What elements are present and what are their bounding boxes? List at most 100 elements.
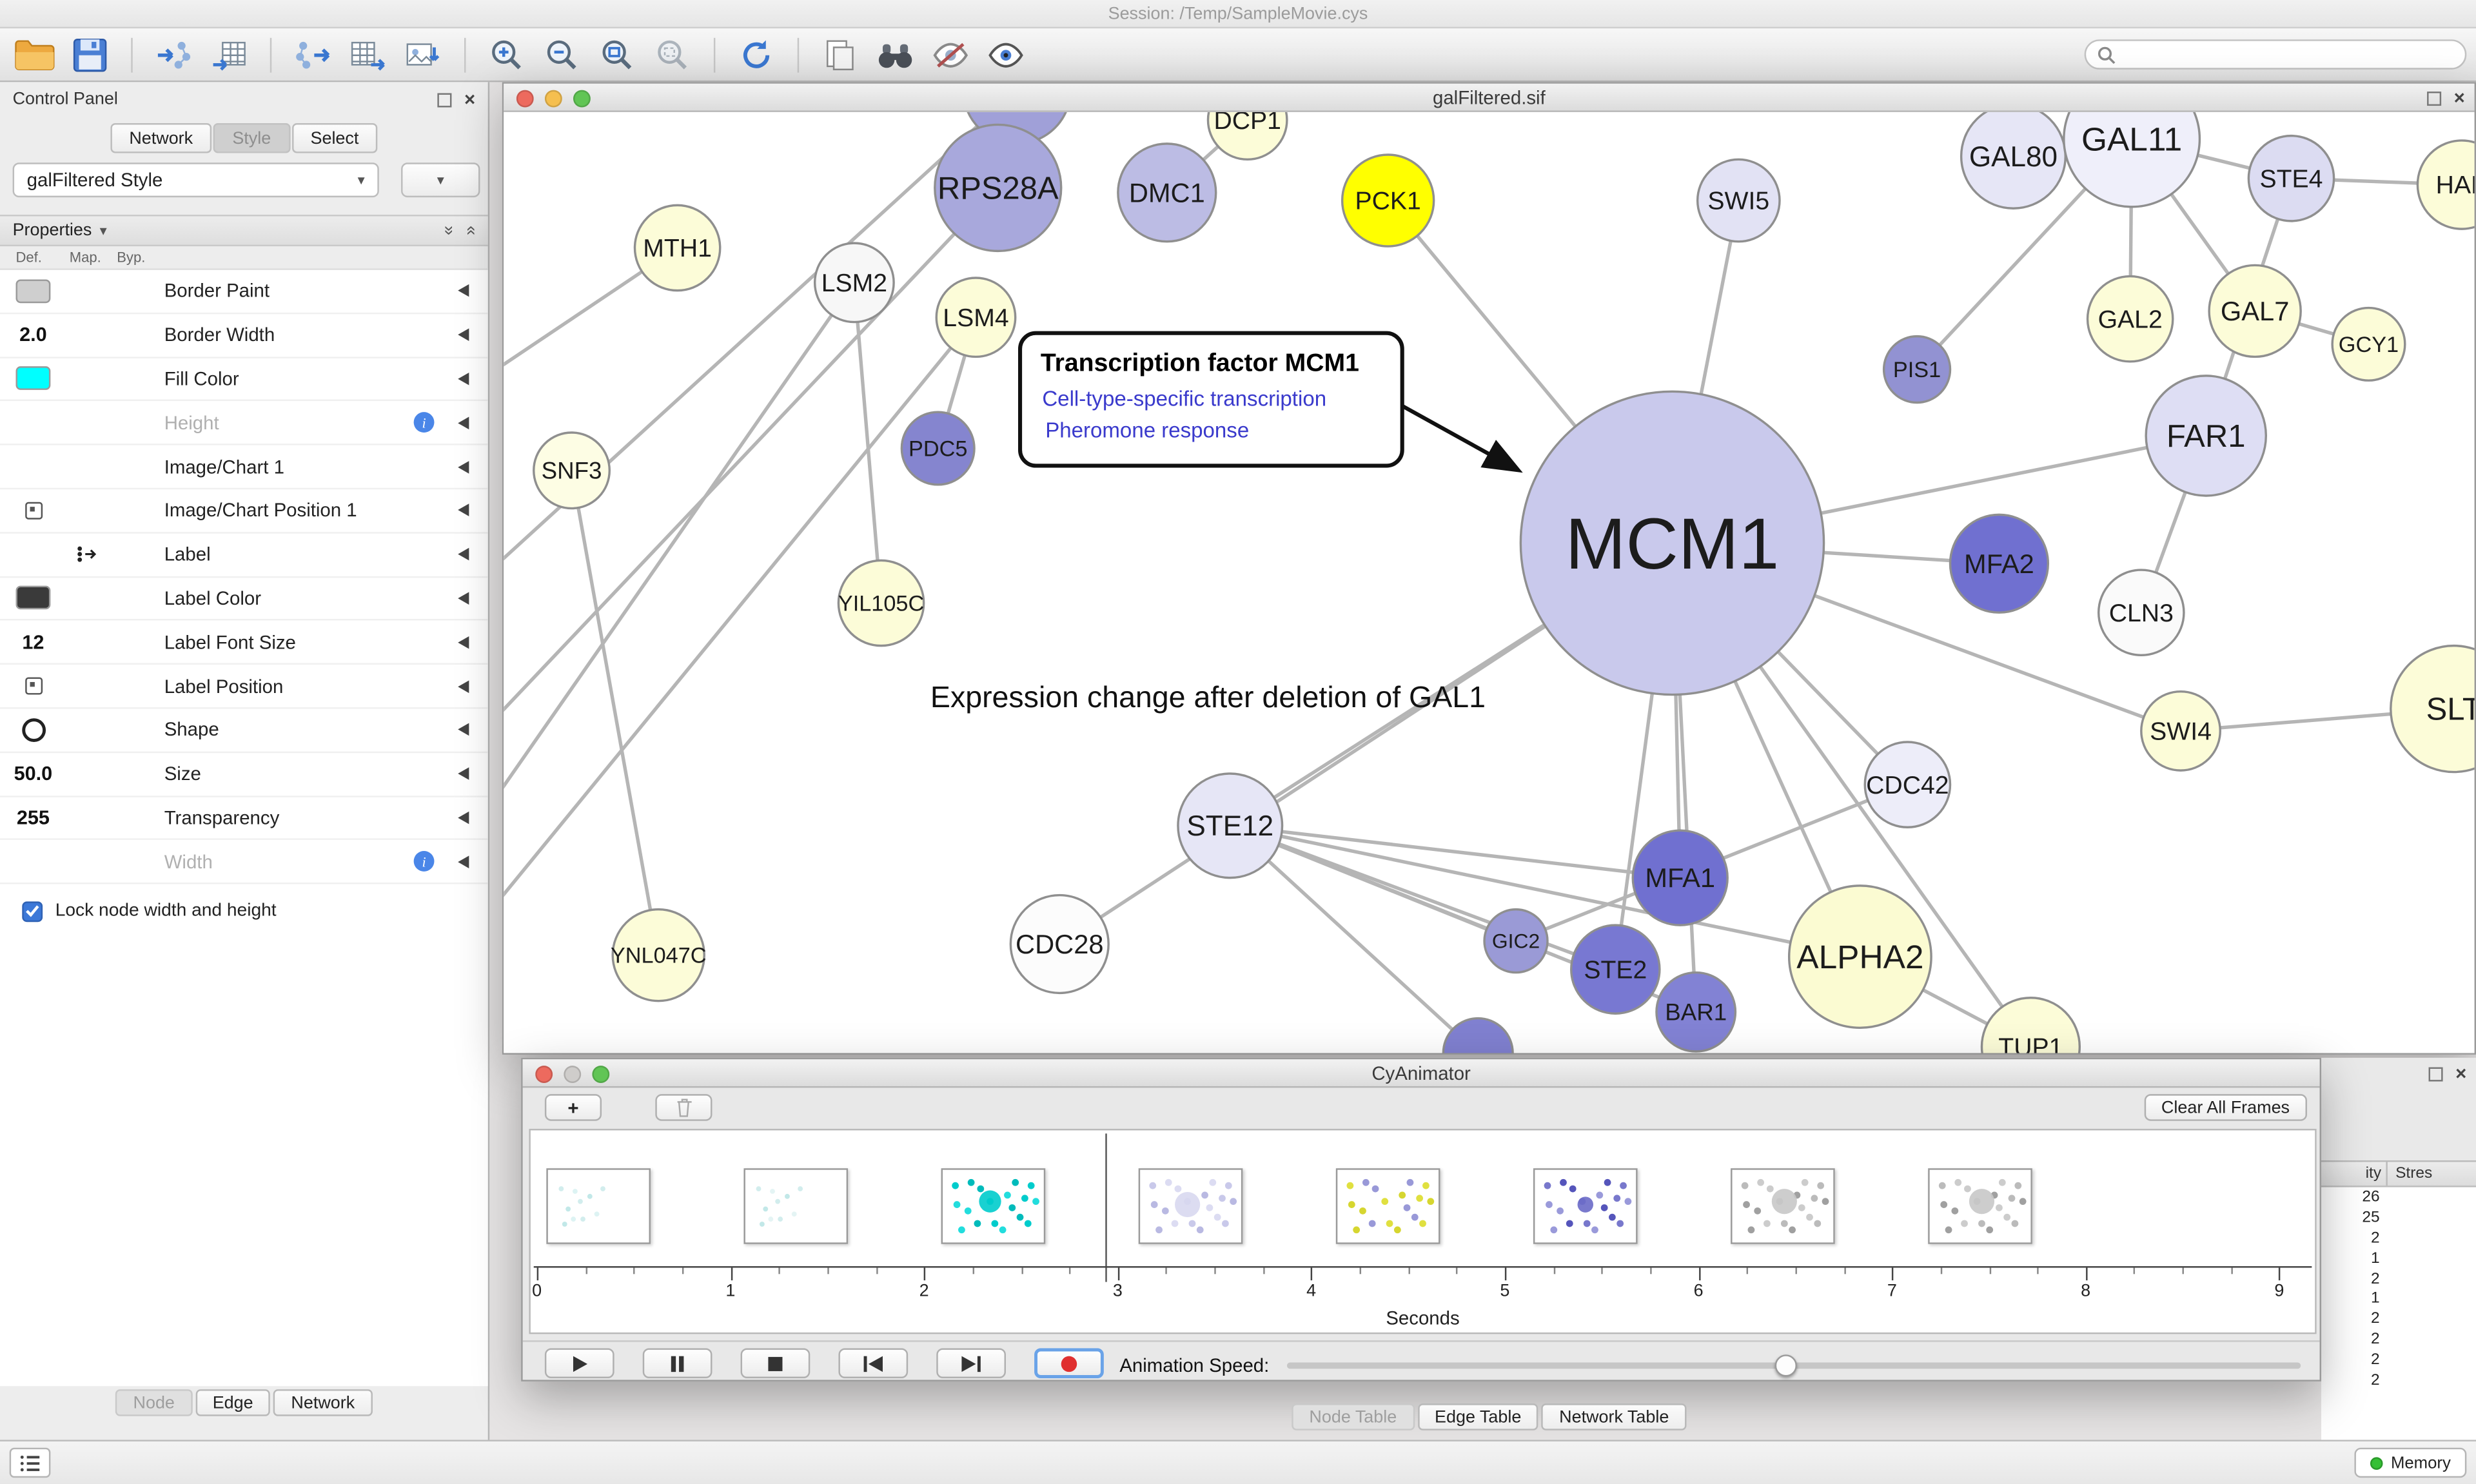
import-network-button[interactable] — [152, 32, 196, 77]
style-tab-network[interactable]: Network — [273, 1389, 373, 1416]
network-window-titlebar[interactable]: galFiltered.sif × — [504, 83, 2475, 112]
network-node-lsm4[interactable] — [935, 277, 1017, 358]
network-node-ste4[interactable] — [2247, 134, 2335, 222]
tab-select[interactable]: Select — [291, 123, 378, 153]
mapping-cell[interactable] — [66, 445, 111, 488]
add-frame-button[interactable]: + — [544, 1094, 602, 1121]
mapping-cell[interactable] — [66, 314, 111, 356]
minimize-window-icon[interactable] — [564, 1066, 582, 1084]
default-cell[interactable]: 50.0 — [6, 753, 60, 796]
network-node-dmc1[interactable] — [1117, 142, 1217, 243]
collapse-all-icon[interactable]: » — [460, 226, 480, 236]
network-node-gic2[interactable] — [1483, 908, 1549, 974]
default-value[interactable]: 2.0 — [19, 324, 47, 346]
default-cell[interactable] — [6, 402, 60, 444]
bypass-cell[interactable] — [113, 358, 152, 400]
property-row-border-paint[interactable]: Border Paint — [0, 270, 488, 314]
network-node-far1[interactable] — [2145, 375, 2268, 497]
network-node-alpha2[interactable] — [1787, 884, 1932, 1030]
show-all-button[interactable] — [984, 32, 1028, 77]
expand-arrow-icon[interactable] — [458, 548, 469, 561]
network-node-cln3[interactable] — [2097, 569, 2185, 657]
zoom-in-button[interactable] — [485, 32, 529, 77]
position-icon[interactable] — [24, 502, 42, 520]
network-node-gal2[interactable] — [2086, 275, 2174, 363]
zoom-fit-button[interactable] — [595, 32, 640, 77]
bypass-cell[interactable] — [113, 314, 152, 356]
network-node-yil105c[interactable] — [837, 559, 925, 647]
expand-arrow-icon[interactable] — [458, 504, 469, 517]
zoom-out-button[interactable] — [540, 32, 585, 77]
network-node-pdc5[interactable] — [900, 411, 976, 486]
pause-button[interactable] — [642, 1348, 712, 1378]
bypass-cell[interactable] — [113, 577, 152, 620]
float-table-panel-icon[interactable] — [2428, 1066, 2443, 1081]
annotation-mcm1[interactable]: Transcription factor MCM1Cell-type-speci… — [1017, 331, 1523, 473]
expand-arrow-icon[interactable] — [458, 284, 469, 298]
default-cell[interactable] — [6, 489, 60, 532]
bypass-cell[interactable] — [113, 665, 152, 707]
delete-frame-button[interactable] — [655, 1094, 712, 1121]
annotation-link[interactable]: Cell-type-specific transcription — [1042, 387, 1326, 411]
bypass-cell[interactable] — [113, 709, 152, 752]
network-node-pck1[interactable] — [1341, 153, 1435, 248]
default-cell[interactable] — [6, 841, 60, 883]
property-row-image-chart-position-1[interactable]: Image/Chart Position 1 — [0, 489, 488, 534]
default-value[interactable]: 12 — [22, 631, 44, 654]
skip-start-button[interactable] — [838, 1348, 909, 1378]
table-tab-edge-table[interactable]: Edge Table — [1417, 1403, 1539, 1430]
network-node-gal11[interactable] — [2063, 112, 2201, 208]
network-node-gcy1[interactable] — [2331, 306, 2406, 382]
network-node-bar1[interactable] — [1655, 971, 1737, 1053]
bypass-cell[interactable] — [113, 270, 152, 313]
hide-selected-button[interactable] — [928, 32, 973, 77]
mapping-cell[interactable] — [66, 841, 111, 883]
network-canvas-container[interactable]: RPS28ADCP1DMC1PCK1SWI5GAL80GAL11STE4HAPM… — [504, 112, 2475, 1053]
float-panel-icon[interactable] — [437, 92, 452, 107]
search-box[interactable] — [2084, 39, 2467, 70]
network-node-rps28a[interactable] — [934, 123, 1063, 253]
mapping-cell[interactable] — [66, 533, 111, 576]
network-node-ynl047c[interactable] — [611, 908, 705, 1002]
style-tab-node[interactable]: Node — [115, 1389, 192, 1416]
import-table-button[interactable] — [207, 32, 251, 77]
expand-arrow-icon[interactable] — [458, 416, 469, 429]
annotation-link[interactable]: Pheromone response — [1045, 418, 1249, 442]
bypass-cell[interactable] — [113, 445, 152, 488]
zoom-selected-button[interactable] — [651, 32, 695, 77]
frame-thumbnail-6[interactable] — [1731, 1168, 1835, 1244]
expand-arrow-icon[interactable] — [458, 767, 469, 781]
export-image-button[interactable] — [401, 32, 446, 77]
expand-all-icon[interactable]: » — [438, 226, 458, 236]
tab-network[interactable]: Network — [110, 123, 212, 153]
expand-arrow-icon[interactable] — [458, 636, 469, 649]
table-column-header[interactable]: Stres — [2395, 1165, 2433, 1183]
open-session-button[interactable] — [13, 32, 57, 77]
frame-thumbnail-1[interactable] — [743, 1168, 849, 1244]
bypass-cell[interactable] — [113, 489, 152, 532]
property-row-image-chart-1[interactable]: Image/Chart 1 — [0, 445, 488, 490]
color-swatch[interactable] — [15, 586, 51, 610]
bypass-cell[interactable] — [113, 841, 152, 883]
network-node-gal7[interactable] — [2208, 264, 2302, 358]
bypass-cell[interactable] — [113, 533, 152, 576]
expand-arrow-icon[interactable] — [458, 679, 469, 693]
network-node-mcm1[interactable] — [1519, 390, 1825, 696]
default-cell[interactable]: 2.0 — [6, 314, 60, 356]
network-node-dcp1[interactable] — [1206, 112, 1288, 161]
style-tab-edge[interactable]: Edge — [195, 1389, 271, 1416]
network-node-mfa2[interactable] — [1949, 513, 2050, 614]
close-window-icon[interactable] — [516, 90, 534, 108]
export-table-button[interactable] — [346, 32, 390, 77]
expand-arrow-icon[interactable] — [458, 328, 469, 342]
export-network-button[interactable] — [291, 32, 335, 77]
lock-node-size-row[interactable]: Lock node width and height — [0, 892, 488, 930]
network-node-swi5[interactable] — [1696, 158, 1781, 243]
animation-speed-slider[interactable] — [1286, 1354, 2301, 1377]
